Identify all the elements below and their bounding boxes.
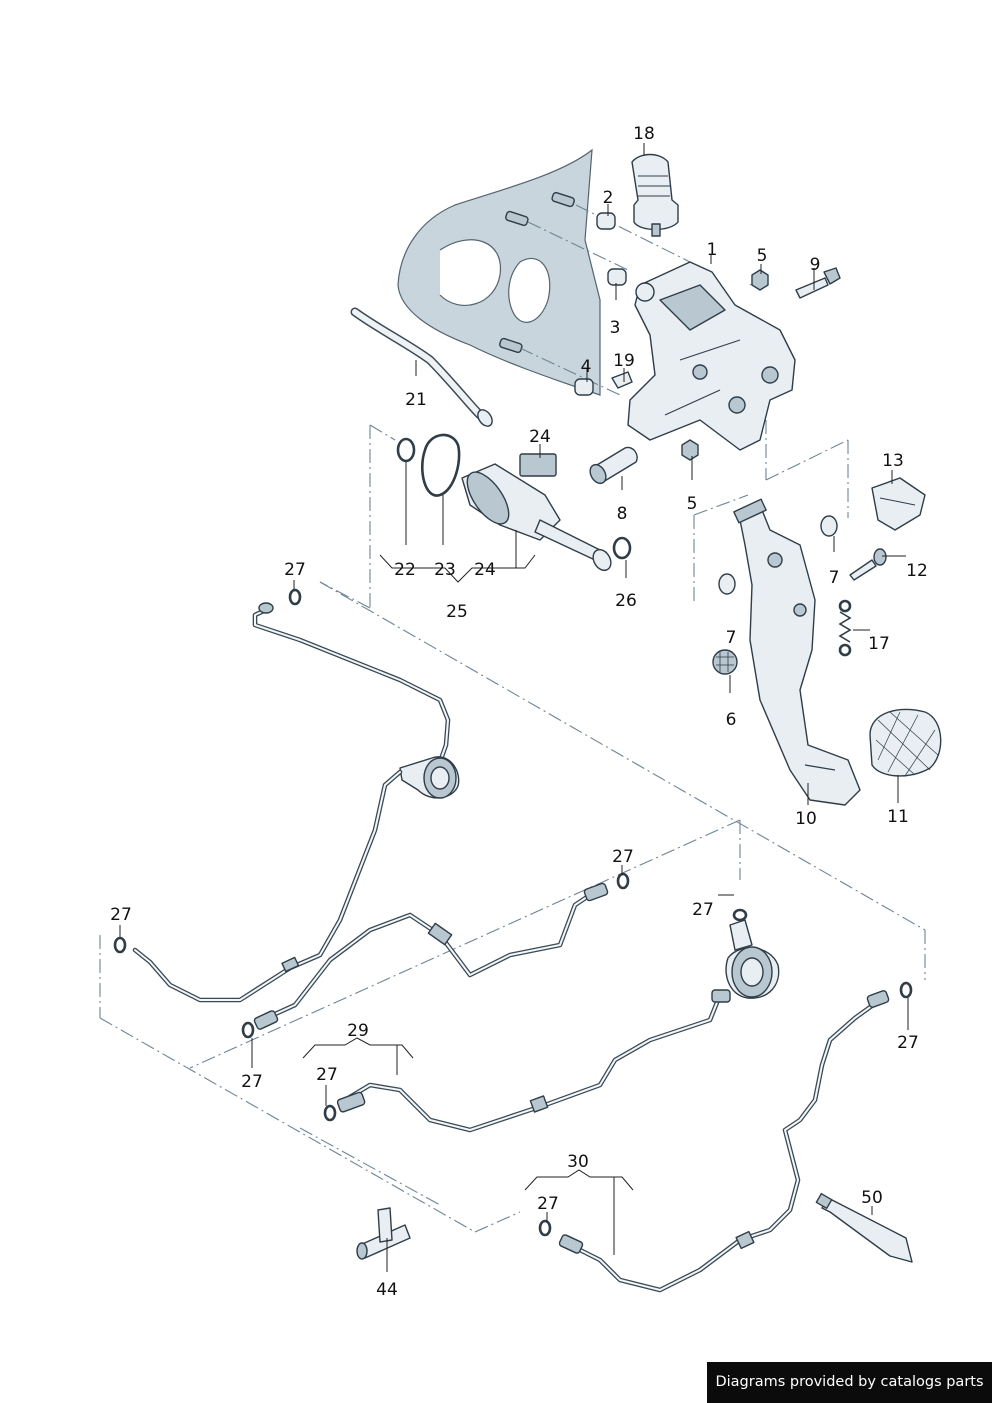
callout-7-lower: 7: [726, 628, 737, 648]
fluid-reservoir-upper: [399, 756, 460, 799]
callout-8: 8: [617, 504, 628, 524]
callout-27-c: 27: [612, 847, 634, 867]
part-1-pedal-bracket: [627, 261, 796, 451]
callout-12: 12: [906, 561, 928, 581]
bushing-parts: [574, 212, 627, 396]
callout-19: 19: [613, 351, 635, 371]
callout-30: 30: [567, 1152, 589, 1172]
part-21-hose: [350, 307, 493, 427]
callout-labels: 18 2 1 5 9 3 4 19 21 24 8 5 13 22 23 24 …: [110, 124, 928, 1300]
part-50-grease-tube: [815, 1192, 913, 1263]
seal-rings: [396, 433, 632, 560]
callout-5-upper: 5: [757, 246, 768, 266]
callout-27-b: 27: [110, 905, 132, 925]
nut-parts-5: [681, 269, 769, 461]
footer-credit: Diagrams provided by catalogs parts: [707, 1362, 992, 1403]
callout-23: 23: [434, 560, 456, 580]
part-30-hose: [558, 990, 890, 1293]
part-11-pedal-pad: [869, 708, 942, 777]
callout-11: 11: [887, 807, 909, 827]
upper-pipe-to-reservoir: [252, 602, 451, 765]
callout-29: 29: [347, 1021, 369, 1041]
part-44-t-piece: [356, 1207, 411, 1260]
callout-4: 4: [581, 357, 592, 377]
part-29-hose: [336, 989, 731, 1133]
callout-22: 22: [394, 560, 416, 580]
part-19-clip: [611, 371, 633, 389]
part-13-cover: [871, 477, 926, 531]
callout-24-connector: 24: [529, 427, 551, 447]
callout-13: 13: [882, 451, 904, 471]
fluid-reservoir-lower: [725, 919, 780, 999]
callout-7-upper: 7: [829, 568, 840, 588]
callout-2: 2: [603, 188, 614, 208]
callout-26: 26: [615, 591, 637, 611]
callout-5-lower: 5: [687, 494, 698, 514]
callout-44: 44: [376, 1280, 398, 1300]
callout-27-g: 27: [316, 1065, 338, 1085]
firewall-panel: [397, 148, 601, 396]
callout-6: 6: [726, 710, 737, 730]
callout-1: 1: [707, 240, 718, 260]
part-9-bolt: [795, 267, 841, 299]
callout-50: 50: [861, 1188, 883, 1208]
callout-27-f: 27: [241, 1072, 263, 1092]
middle-pressure-pipe: [253, 882, 609, 1030]
callout-10: 10: [795, 809, 817, 829]
seal-rings-27: [113, 588, 913, 1237]
callout-27-h: 27: [537, 1194, 559, 1214]
callout-27-a: 27: [284, 560, 306, 580]
callout-27-e: 27: [897, 1033, 919, 1053]
callout-17: 17: [868, 634, 890, 654]
part-18-switch: [631, 153, 679, 237]
callout-24-cylinder: 24: [474, 560, 496, 580]
callout-9: 9: [810, 255, 821, 275]
callout-27-d: 27: [692, 900, 714, 920]
left-feed-hose: [132, 769, 403, 1003]
callout-25: 25: [446, 602, 468, 622]
part-8-sleeve: [589, 446, 638, 485]
part-10-clutch-pedal: [733, 498, 861, 806]
bushing-parts-7: [718, 515, 838, 595]
assembly-guide-lines: [99, 204, 926, 1233]
callout-18: 18: [633, 124, 655, 144]
part-12-bolt: [849, 548, 887, 581]
part-24-master-cylinder: [461, 453, 612, 572]
part-6-stop-buffer: [712, 649, 738, 675]
callout-3: 3: [610, 318, 621, 338]
leader-lines: [119, 143, 909, 1272]
callout-21: 21: [405, 390, 427, 410]
part-17-spring: [838, 599, 852, 657]
firewall-studs: [499, 191, 575, 354]
